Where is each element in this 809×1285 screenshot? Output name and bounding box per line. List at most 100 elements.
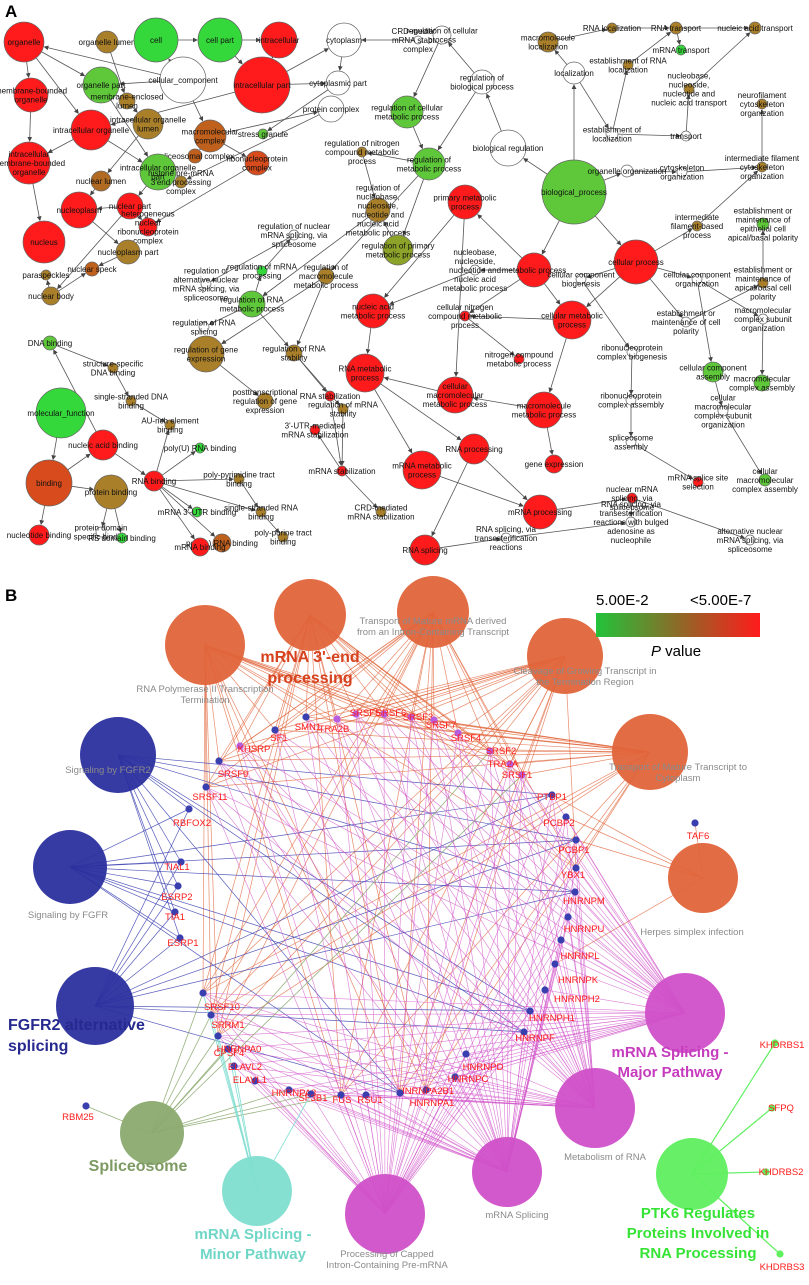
gene-node-dot	[202, 783, 209, 790]
go-node-rna-processing: RNA processing	[445, 434, 502, 464]
term-node-label: Signaling by FGFR2	[65, 765, 151, 776]
go-node-label-line: mRNA splice site	[668, 474, 729, 483]
go-node-label-line: mRNA stabilization	[281, 431, 348, 440]
term-node-circle	[80, 717, 156, 793]
legend-axis-label: P value	[651, 643, 701, 660]
term-node-circle	[472, 1137, 542, 1207]
gene-node-elavl2: ELAVL2	[228, 1062, 262, 1073]
go-node-label-line: paraspeckles	[22, 271, 69, 280]
term-node-label: mRNA Splicing	[485, 1210, 548, 1221]
go-node-label: nucleotide binding	[7, 531, 72, 540]
go-node-mrna-stabilization: mRNA stabilization	[308, 466, 375, 476]
go-node-label-line: regulation of	[407, 156, 452, 165]
go-node-label: cellular process	[608, 258, 664, 267]
go-node-label-line: intracellular	[9, 150, 50, 159]
go-node-label-line: maintenance of	[736, 275, 791, 284]
go-node-label-line: nuclear lumen	[76, 177, 126, 186]
gene-node-elavl1: ELAVL1	[233, 1075, 267, 1086]
go-node-label-line: transesterification	[600, 509, 663, 518]
go-edge	[375, 389, 412, 452]
go-node-label-line: membrane-enclosed	[91, 93, 164, 102]
go-node-label-line: nucleic acid binding	[68, 441, 138, 450]
gene-label: SRSF2	[486, 746, 517, 757]
group-label-line: Minor Pathway	[200, 1246, 307, 1263]
go-node-label-line: expression	[246, 406, 285, 415]
group-label-spliceosome: Spliceosome	[89, 1158, 188, 1175]
gene-node-tra2a: TRA2A	[488, 759, 519, 770]
go-node-label: organelle organization	[588, 167, 667, 176]
go-node-nucleus: nucleus	[23, 221, 65, 263]
go-node-label-line: cytoskeleton	[660, 164, 704, 173]
gene-node-ptbp1: PTBP1	[537, 791, 567, 803]
go-node-label-line: process	[451, 321, 479, 330]
go-node-label-line: metabolic process	[220, 305, 284, 314]
go-node-rs-domain: RS domain binding	[88, 533, 156, 543]
go-node-label-line: cellular nitrogen	[437, 303, 493, 312]
go-edge	[297, 283, 322, 344]
gene-node-tra2b: TRA2B	[319, 715, 350, 735]
go-node-label-line: macromolecular	[695, 403, 752, 412]
group-label-line: mRNA Splicing -	[612, 1044, 729, 1061]
go-node-gene-expression: gene expression	[525, 455, 584, 473]
go-node-label-line: macromolecular	[427, 391, 484, 400]
gene-node-dot	[207, 1011, 214, 1018]
go-node-label-line: cytoskeleton	[740, 163, 784, 172]
go-node-label-line: neurofilament	[738, 91, 787, 100]
gene-node-dot	[572, 836, 579, 843]
go-node-localization: localization	[554, 62, 594, 84]
go-node-label: gene expression	[525, 460, 584, 469]
go-node-label: RNA splicing	[402, 546, 447, 555]
go-node-label: nucleic acid transport	[717, 24, 793, 33]
go-node-label-line: cellular metabolic	[541, 312, 603, 321]
go-node-label-line: nucleobase,	[453, 248, 496, 257]
gene-node-dot	[571, 888, 578, 895]
go-node-label-line: mRNA transport	[653, 46, 711, 55]
go-node-label-line: nucleic acid	[357, 220, 399, 229]
go-node-label-line: organelle	[13, 168, 46, 177]
go-node-mrna-processing: mRNA processing	[508, 495, 572, 529]
go-node-label-line: RNA splicing	[402, 546, 447, 555]
go-node-nuclear-lumen: nuclear lumen	[76, 171, 126, 191]
go-node-label-line: metabolic process	[512, 411, 576, 420]
gene-node-hnrnpa0: HNRNPA0	[217, 1044, 262, 1055]
go-node-label-line: 3'-UTR-mediated	[285, 422, 346, 431]
go-node-label-line: nuclear	[135, 219, 162, 228]
go-node-label-line: nuclear body	[28, 292, 74, 301]
go-edge	[41, 52, 84, 76]
go-edge	[547, 428, 552, 454]
go-node-label-line: organelle	[8, 38, 41, 47]
network-edge	[206, 787, 385, 1214]
network-edge	[384, 714, 385, 1214]
go-node-label-line: gene expression	[525, 460, 584, 469]
gene-label: HNRNPH1	[529, 1013, 575, 1024]
go-node-label-line: cytoskeleton	[740, 100, 784, 109]
group-label-line: Major Pathway	[617, 1064, 723, 1081]
gene-label: PCBP2	[543, 818, 574, 829]
go-node-label-line: transesterification	[475, 534, 538, 543]
go-node-label-line: posttranscriptional	[233, 388, 298, 397]
go-node-label: intracellular	[259, 36, 300, 45]
go-edge	[485, 459, 527, 499]
go-edge	[631, 357, 632, 394]
term-node-label-line: Processing of Capped	[340, 1249, 433, 1260]
go-node-label-line: membrane-bounded	[0, 159, 65, 168]
gene-node-tia1: TIA1	[165, 908, 185, 923]
term-node-label-line: RNA Polymerase II Transcription	[136, 684, 273, 695]
